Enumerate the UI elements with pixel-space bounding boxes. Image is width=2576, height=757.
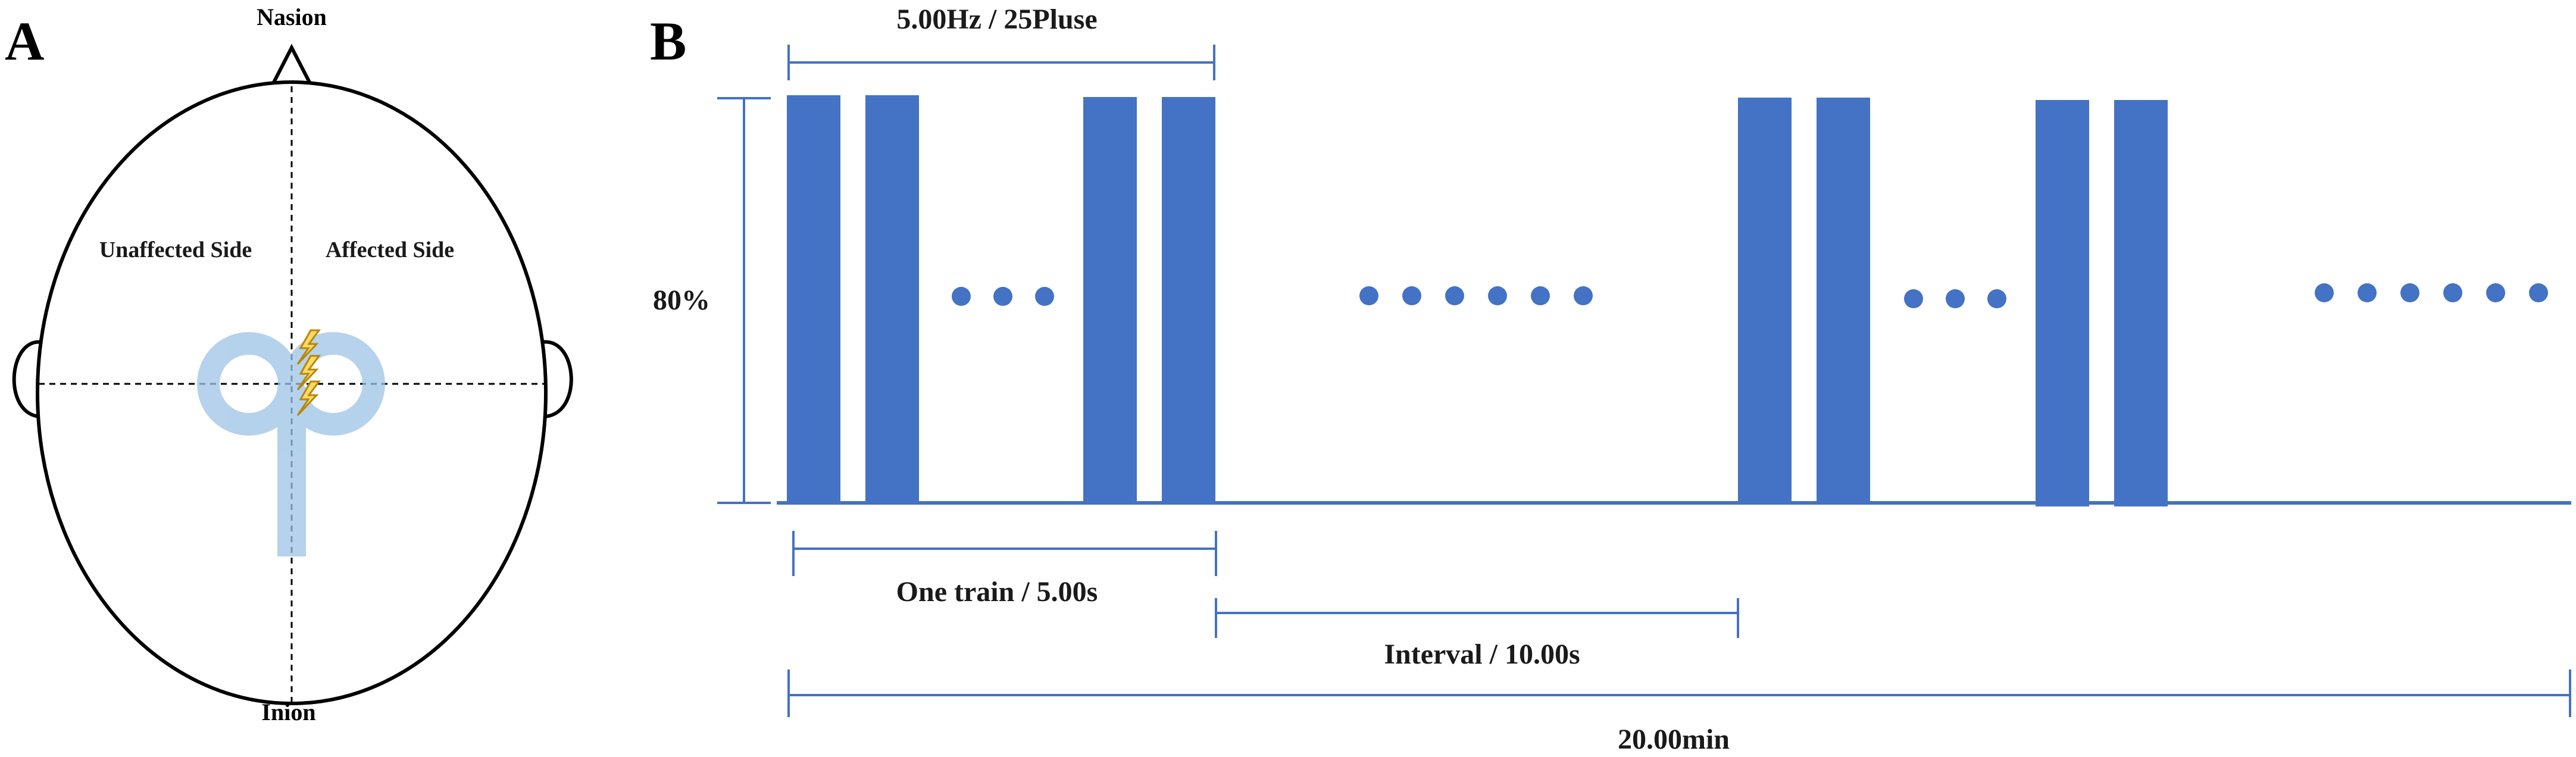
pulse-train-2 bbox=[1738, 98, 2168, 506]
pulse-bar bbox=[1817, 98, 1870, 503]
total-bracket bbox=[787, 670, 2571, 717]
pulse-bar bbox=[1162, 97, 1215, 503]
left-ear bbox=[12, 340, 43, 418]
inion-label: Inion bbox=[261, 699, 315, 725]
right-ear bbox=[541, 340, 573, 418]
intensity-label: 80% bbox=[653, 284, 710, 316]
total-label: 20.00min bbox=[1618, 724, 1730, 755]
lightning-icon bbox=[296, 329, 321, 417]
frequency-bracket bbox=[787, 45, 1215, 80]
pulse-bar bbox=[787, 95, 840, 503]
pulse-bar bbox=[2114, 100, 2168, 506]
panel-b-letter: B bbox=[650, 11, 686, 71]
interval-bracket bbox=[1215, 598, 1739, 638]
coil-right-wing bbox=[282, 332, 385, 436]
panel-a: A Nasion Inion Unaffected Side Affected … bbox=[5, 4, 573, 725]
intensity-bracket bbox=[717, 97, 771, 504]
ellipsis-dots bbox=[952, 283, 2548, 308]
figure-eight-coil bbox=[197, 332, 385, 556]
panel-b: B 5.00Hz / 25Pluse 80% bbox=[650, 4, 2571, 755]
unaffected-side-label: Unaffected Side bbox=[99, 237, 252, 262]
interval-label: Interval / 10.00s bbox=[1384, 639, 1580, 670]
pulse-bar bbox=[1083, 97, 1137, 503]
affected-side-label: Affected Side bbox=[326, 237, 454, 262]
pulse-bar bbox=[2036, 100, 2089, 506]
pulse-bar bbox=[1738, 98, 1792, 503]
panel-a-letter: A bbox=[5, 11, 44, 71]
pulse-train-1 bbox=[787, 95, 1215, 503]
train-bracket bbox=[792, 531, 1217, 576]
train-label: One train / 5.00s bbox=[896, 576, 1098, 608]
nasion-label: Nasion bbox=[257, 4, 327, 30]
pulse-bar bbox=[865, 95, 919, 503]
frequency-label: 5.00Hz / 25Pluse bbox=[896, 4, 1097, 35]
